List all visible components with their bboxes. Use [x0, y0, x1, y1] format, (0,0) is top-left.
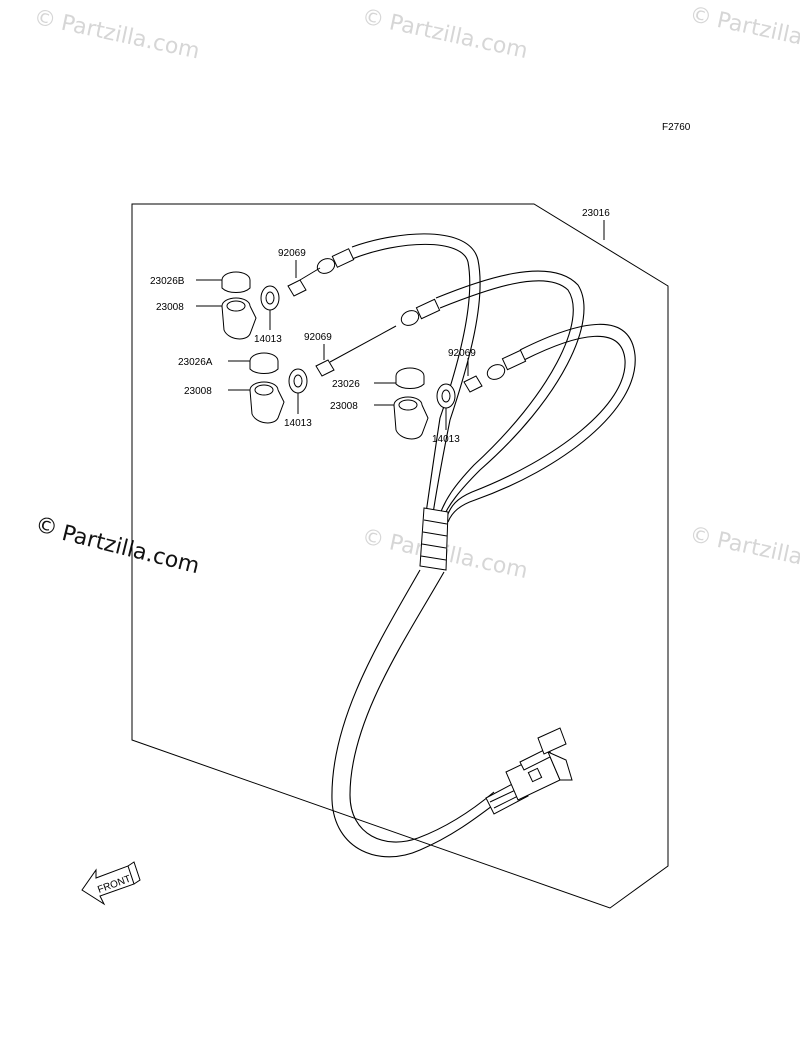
- holder-3: [393, 396, 429, 440]
- cap-23026b: [221, 271, 251, 293]
- grommet-1: [260, 285, 280, 311]
- callout-cap-23026b: 23026B: [150, 276, 185, 287]
- callout-cap-23026: 23026: [332, 379, 360, 390]
- socket-1: [316, 248, 355, 274]
- watermark-top-center: © Partzilla.com: [360, 4, 530, 64]
- cap-23026a: [249, 352, 279, 374]
- bulb-2: [315, 325, 397, 377]
- holder-1: [221, 297, 257, 340]
- callout-holder-1: 23008: [156, 302, 184, 313]
- svg-text:©: ©: [687, 2, 714, 31]
- callout-grommet-2: 14013: [284, 418, 312, 429]
- callout-holder-3: 23008: [330, 401, 358, 412]
- callout-bulb-1: 92069: [278, 248, 306, 259]
- svg-text:©: ©: [32, 5, 59, 34]
- cap-23026: [395, 367, 425, 389]
- bulb-3: [463, 375, 483, 393]
- harness-connector: [485, 727, 573, 815]
- callout-grommet-1: 14013: [254, 334, 282, 345]
- grommet-3: [436, 383, 456, 409]
- svg-text:Partzilla.com: Partzilla.com: [59, 11, 202, 65]
- svg-text:©: ©: [33, 512, 60, 542]
- diagram-frame: [131, 203, 669, 909]
- watermark-top-left: © Partzilla.com: [32, 5, 202, 65]
- svg-text:©: ©: [360, 4, 387, 33]
- callout-cap-23026a: 23026A: [178, 357, 213, 368]
- callout-grommet-3: 14013: [432, 434, 460, 445]
- callout-holder-2: 23008: [184, 386, 212, 397]
- socket-2: [400, 298, 441, 326]
- figure-code: F2760: [662, 122, 691, 133]
- grommet-2: [288, 368, 308, 394]
- svg-text:Partzilla.com: Partzilla.com: [715, 8, 800, 62]
- svg-text:©: ©: [360, 524, 387, 553]
- bulb-1: [287, 267, 321, 297]
- svg-text:Partzilla.com: Partzilla.com: [387, 10, 530, 64]
- watermark-mid-left: © Partzilla.com: [33, 512, 202, 579]
- svg-text:©: ©: [687, 522, 714, 551]
- wire-harness: [331, 233, 636, 858]
- front-arrow-icon: FRONT: [81, 861, 141, 906]
- leader-lines: [196, 220, 605, 430]
- svg-text:Partzilla.com: Partzilla.com: [715, 528, 800, 582]
- svg-text:Partzilla.com: Partzilla.com: [59, 521, 202, 579]
- watermark-mid-right: © Partzilla.com: [687, 522, 800, 582]
- callout-harness: 23016: [582, 208, 610, 219]
- socket-3: [486, 349, 527, 380]
- holder-2: [249, 381, 285, 424]
- callout-bulb-3: 92069: [448, 348, 476, 359]
- watermark-top-right: © Partzilla.com: [687, 2, 800, 62]
- svg-text:Partzilla.com: Partzilla.com: [387, 530, 530, 584]
- callout-bulb-2: 92069: [304, 332, 332, 343]
